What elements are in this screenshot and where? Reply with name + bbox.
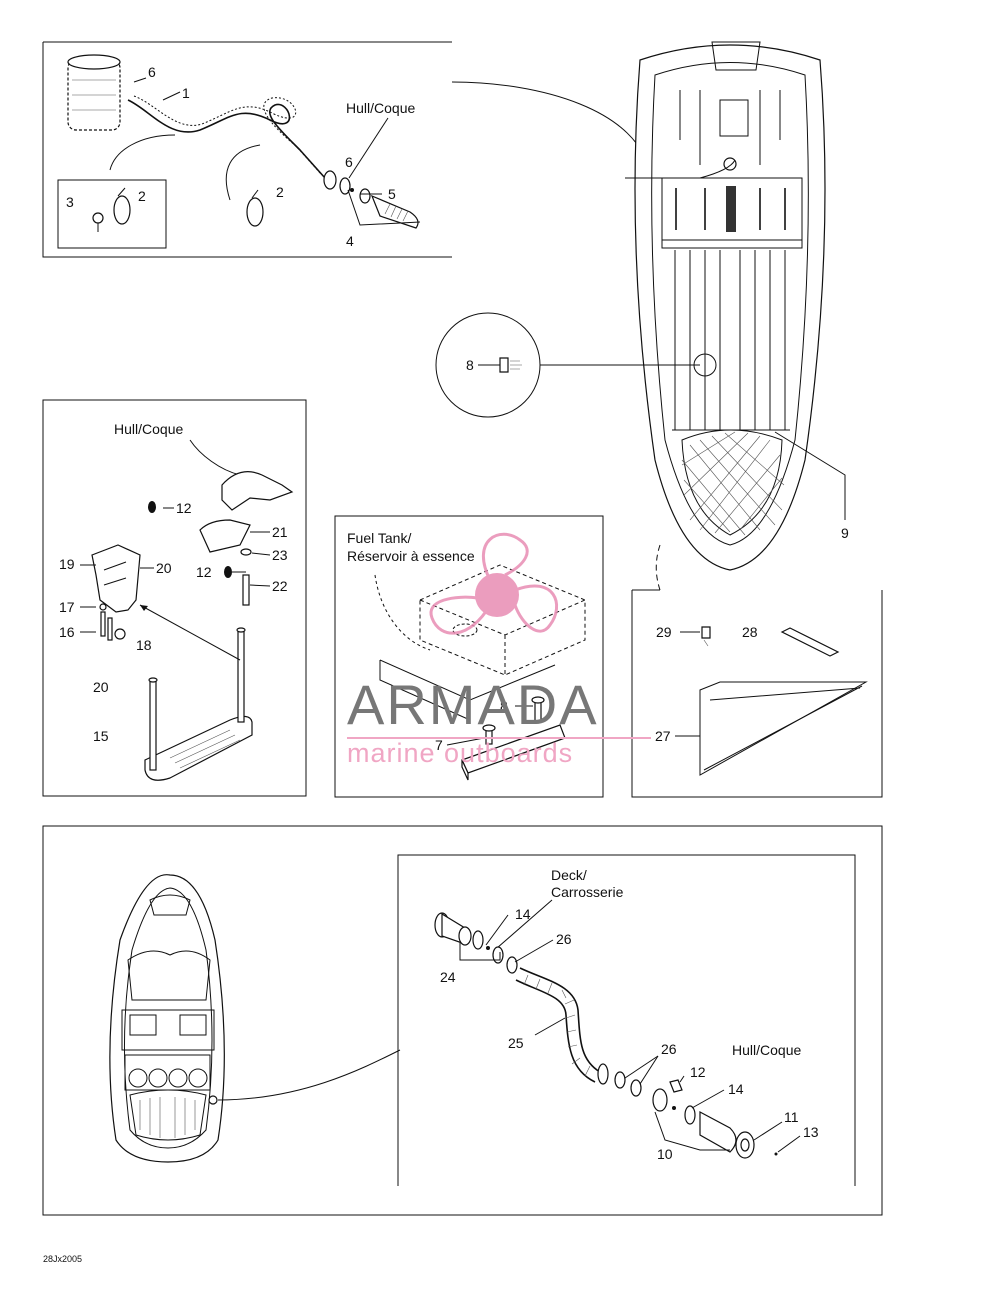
deck-top-view bbox=[109, 874, 225, 1163]
callout-12: 12 bbox=[176, 500, 192, 516]
strip-28 bbox=[780, 627, 840, 657]
hull-top-view bbox=[625, 41, 826, 571]
support-pad bbox=[199, 519, 251, 553]
callout-7: 7 bbox=[435, 737, 443, 753]
panel-support: Hull/Coque 12 21 19 20 23 bbox=[42, 399, 307, 797]
panel-strip: 29 28 27 bbox=[631, 589, 883, 798]
callout-13: 13 bbox=[803, 1124, 819, 1140]
deck-label-line1: Deck/ bbox=[551, 867, 587, 883]
callout-6b: 6 bbox=[345, 154, 353, 170]
drain-hull-label: Hull/Coque bbox=[732, 1042, 801, 1058]
callout-23: 23 bbox=[272, 547, 288, 563]
fuel-tank-outline bbox=[419, 564, 586, 676]
callout-14: 14 bbox=[515, 906, 531, 922]
callout-1: 1 bbox=[182, 85, 190, 101]
callout-10: 10 bbox=[657, 1146, 673, 1162]
callout-2b: 2 bbox=[276, 184, 284, 200]
callout-26: 26 bbox=[556, 931, 572, 947]
callout-9: 9 bbox=[841, 525, 849, 541]
hose-clamp bbox=[246, 197, 264, 227]
callout-18: 18 bbox=[136, 637, 152, 653]
strip-27 bbox=[699, 681, 868, 776]
callout-12b: 12 bbox=[196, 564, 212, 580]
callout-20: 20 bbox=[156, 560, 172, 576]
callout-29: 29 bbox=[656, 624, 672, 640]
callout-5: 5 bbox=[388, 186, 396, 202]
bilge-hose bbox=[127, 99, 326, 179]
hull-section-shape bbox=[221, 471, 294, 511]
callout-21: 21 bbox=[272, 524, 288, 540]
support-bracket bbox=[91, 544, 141, 613]
hull-label: Hull/Coque bbox=[346, 100, 415, 116]
callout-8-fuel: 8 bbox=[500, 698, 508, 714]
panel-bilge: 6 1 3 2 2 6 5 4 Hull/Coque bbox=[42, 41, 452, 258]
drawing-code: 28Jx2005 bbox=[43, 1254, 82, 1264]
callout-15: 15 bbox=[93, 728, 109, 744]
callout-19: 19 bbox=[59, 556, 75, 572]
support-stand bbox=[144, 715, 253, 781]
panel-drain: Deck/ Carrosserie bbox=[42, 825, 883, 1216]
hull-net bbox=[681, 429, 783, 536]
callout-6: 6 bbox=[148, 64, 156, 80]
callout-26b: 26 bbox=[661, 1041, 677, 1057]
callout-27: 27 bbox=[655, 728, 671, 744]
callout-2: 2 bbox=[138, 188, 146, 204]
callout-17: 17 bbox=[59, 599, 75, 615]
callout-4: 4 bbox=[346, 233, 354, 249]
callout-14b: 14 bbox=[728, 1081, 744, 1097]
support-hull-label: Hull/Coque bbox=[114, 421, 183, 437]
fuel-tank-label-line2: Réservoir à essence bbox=[347, 548, 475, 564]
callout-24: 24 bbox=[440, 969, 456, 985]
deck-fitting bbox=[434, 912, 518, 974]
hull-fitting bbox=[614, 1071, 755, 1159]
callout-16: 16 bbox=[59, 624, 75, 640]
propeller-icon bbox=[429, 532, 559, 635]
armada-logo: ARMADA marine outboards bbox=[347, 532, 651, 768]
callout-11: 11 bbox=[784, 1109, 799, 1125]
armada-brand: ARMADA bbox=[347, 673, 599, 736]
callout-22: 22 bbox=[272, 578, 288, 594]
callout-25: 25 bbox=[508, 1035, 524, 1051]
callout-12-drain: 12 bbox=[690, 1064, 706, 1080]
bilge-pump-canister bbox=[67, 54, 121, 131]
hull-outlet-fitting bbox=[323, 170, 419, 229]
panel-fastener: 8 bbox=[435, 312, 541, 418]
callout-8: 8 bbox=[466, 357, 474, 373]
callout-28: 28 bbox=[742, 624, 758, 640]
drain-hose bbox=[519, 967, 601, 1073]
callout-20b: 20 bbox=[93, 679, 109, 695]
armada-tagline: marine outboards bbox=[347, 738, 573, 768]
fuel-tank-label-line1: Fuel Tank/ bbox=[347, 530, 411, 546]
deck-label-line2: Carrosserie bbox=[551, 884, 624, 900]
callout-3: 3 bbox=[66, 194, 74, 210]
clamp-detail-box bbox=[57, 179, 167, 249]
